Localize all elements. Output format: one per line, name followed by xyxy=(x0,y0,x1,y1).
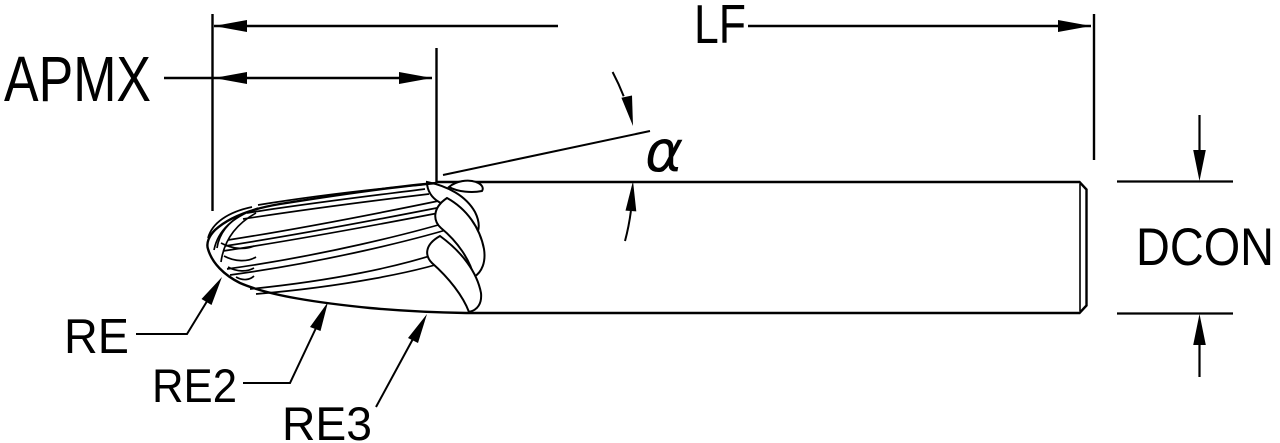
head-silhouette xyxy=(206,181,467,315)
dimension-taper-angle: α xyxy=(442,71,683,242)
dimension-apmx: APMX xyxy=(4,43,438,182)
re3-arrowhead xyxy=(408,314,427,343)
re2-label: RE2 xyxy=(152,359,237,412)
re3-leader-line xyxy=(375,336,415,408)
angle-arrowhead-lower xyxy=(625,181,637,212)
apmx-arrowhead-right xyxy=(399,72,432,84)
apmx-label: APMX xyxy=(4,43,151,115)
lf-arrowhead-right xyxy=(1058,20,1091,32)
tool-shank xyxy=(437,180,1088,315)
taper-angle-label: α xyxy=(645,117,683,185)
angle-arc-upper xyxy=(611,71,625,97)
leader-re: RE xyxy=(64,277,222,364)
lf-label: LF xyxy=(694,0,746,55)
angle-arrowhead-upper xyxy=(621,95,633,126)
re2-leader-line xyxy=(243,327,317,384)
dimension-lf: LF xyxy=(211,0,1096,211)
shank-outline xyxy=(437,180,1088,315)
dcon-arrowhead-top xyxy=(1193,150,1206,181)
re3-label: RE3 xyxy=(282,397,372,443)
dcon-label: DCON xyxy=(1136,218,1274,277)
re-label: RE xyxy=(64,310,129,364)
dimension-dcon: DCON xyxy=(1117,115,1274,377)
lf-arrowhead-left xyxy=(214,20,247,32)
re2-arrowhead xyxy=(310,302,328,331)
tool-cutter-head xyxy=(206,179,486,315)
dcon-arrowhead-bottom xyxy=(1193,314,1206,345)
leader-re2: RE2 xyxy=(152,302,328,412)
re-arrowhead xyxy=(201,277,222,305)
re-leader-line xyxy=(136,297,210,335)
leader-re3: RE3 xyxy=(282,314,427,443)
angle-arc-lower xyxy=(624,210,632,242)
flute-end-crescents xyxy=(425,179,486,314)
apmx-arrowhead-left xyxy=(214,72,247,84)
taper-reference-line xyxy=(442,130,651,176)
